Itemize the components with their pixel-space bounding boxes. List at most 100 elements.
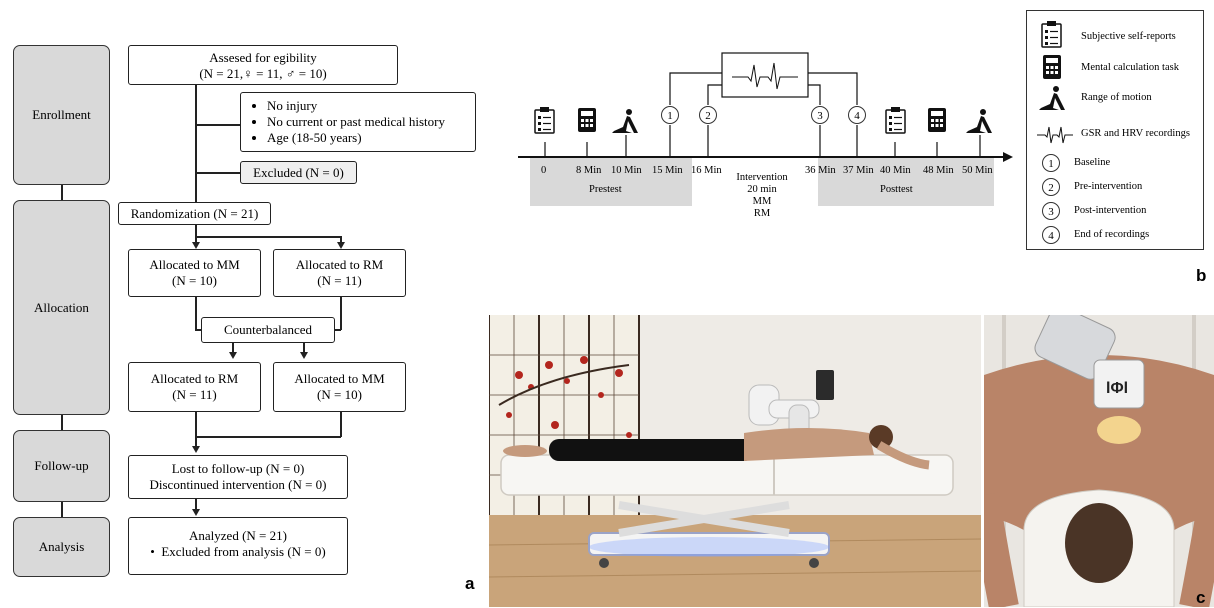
tick-label: 50 Min bbox=[962, 165, 993, 176]
criteria-box: No injury No current or past medical his… bbox=[240, 92, 476, 152]
recording-bracket bbox=[808, 84, 821, 105]
legend-label: Subjective self-reports bbox=[1081, 31, 1176, 42]
timeline-svg bbox=[518, 52, 1013, 162]
connector-line bbox=[195, 297, 197, 330]
connector-line bbox=[195, 236, 197, 243]
criteria-item: No injury bbox=[267, 98, 471, 114]
posttest-label: Posttest bbox=[880, 184, 913, 195]
connector-line bbox=[195, 172, 240, 174]
analyzed-box: Analyzed (N = 21) • Excluded from analys… bbox=[128, 517, 348, 575]
allocated-count: (N = 11) bbox=[172, 387, 217, 402]
allocated-mm-box-2: Allocated to MM (N = 10) bbox=[273, 362, 406, 412]
assessed-title: Assesed for egibility bbox=[209, 50, 317, 65]
person-back bbox=[984, 355, 1214, 545]
legend-label: End of recordings bbox=[1074, 229, 1150, 240]
legend-circle-1: 1 bbox=[1042, 154, 1060, 172]
excluded-label: Excluded (N = 0) bbox=[253, 165, 344, 180]
head bbox=[1065, 503, 1133, 583]
timeline-arrow bbox=[1003, 152, 1013, 162]
allocated-rm-box: Allocated to RM (N = 11) bbox=[273, 249, 406, 297]
connector-line bbox=[232, 343, 234, 353]
connector-line bbox=[195, 412, 197, 437]
connector-line bbox=[195, 85, 197, 212]
panel-letter-b: b bbox=[1196, 266, 1207, 285]
calculator-icon bbox=[578, 108, 596, 132]
stage-follow-up: Follow-up bbox=[13, 430, 110, 502]
legend-circle-3: 3 bbox=[1042, 202, 1060, 220]
arrow-head bbox=[192, 242, 200, 249]
ecg-wave-icon bbox=[1037, 126, 1073, 144]
photo-side-svg bbox=[489, 315, 981, 607]
cherry-blossom-branch bbox=[506, 356, 632, 438]
connector-line bbox=[340, 412, 342, 437]
legend-circle-2: 2 bbox=[1042, 178, 1060, 196]
allocated-count: (N = 10) bbox=[317, 387, 362, 402]
connector-line bbox=[340, 297, 342, 330]
tick-label: 8 Min bbox=[576, 165, 602, 176]
assessed-count: (N = 21,♀ = 11, ♂ = 10) bbox=[199, 66, 327, 81]
panel-letter-c: c bbox=[1196, 588, 1206, 607]
stage-connector bbox=[61, 185, 63, 200]
criteria-item: No current or past medical history bbox=[267, 114, 471, 130]
counterbalanced-box: Counterbalanced bbox=[201, 317, 335, 343]
robot-logo: lΦl bbox=[1106, 380, 1128, 397]
stage-analysis: Analysis bbox=[13, 517, 110, 577]
stage-label: Follow-up bbox=[34, 458, 89, 473]
connector-line bbox=[195, 436, 197, 447]
randomization-label: Randomization (N = 21) bbox=[130, 206, 259, 221]
legend-box: Subjective self-reports Mental calculati… bbox=[1026, 10, 1204, 250]
connector-line bbox=[335, 329, 341, 331]
clipboard-icon bbox=[1041, 21, 1062, 48]
tick-label: 15 Min bbox=[652, 165, 683, 176]
allocated-label: Allocated to MM bbox=[149, 257, 240, 272]
legend-label: Range of motion bbox=[1081, 92, 1152, 103]
allocated-count: (N = 11) bbox=[317, 273, 362, 288]
pretest-shade bbox=[530, 158, 692, 206]
tick-label: 36 Min bbox=[805, 165, 836, 176]
allocated-mm-box: Allocated to MM (N = 10) bbox=[128, 249, 261, 297]
photo-top-svg: lΦl bbox=[984, 315, 1214, 607]
legend-label: Baseline bbox=[1074, 157, 1111, 168]
arrow-head bbox=[300, 352, 308, 359]
connector-line bbox=[340, 236, 342, 243]
clipboard-icon bbox=[534, 107, 555, 134]
stage-label: Allocation bbox=[34, 299, 89, 315]
stage-label: Enrollment bbox=[32, 107, 91, 122]
allocated-label: Allocated to RM bbox=[295, 257, 384, 272]
calculator-icon bbox=[1043, 55, 1061, 79]
calculator-icon bbox=[928, 108, 946, 132]
legend-label: Mental calculation task bbox=[1081, 62, 1179, 73]
marker-circle-2: 2 bbox=[699, 106, 717, 124]
legend-label: Post-intervention bbox=[1074, 205, 1147, 216]
ecg-box bbox=[721, 52, 809, 98]
ecg-wave-icon bbox=[732, 62, 798, 90]
tick-label: 40 Min bbox=[880, 165, 911, 176]
arrow-head bbox=[192, 446, 200, 453]
wood-floor bbox=[489, 515, 981, 607]
recording-bracket bbox=[669, 72, 722, 105]
marker-circle-3: 3 bbox=[811, 106, 829, 124]
robot-tool: lΦl bbox=[1034, 315, 1145, 444]
allocated-label: Allocated to RM bbox=[150, 371, 239, 386]
stage-allocation: Allocation bbox=[13, 200, 110, 415]
marker-circle-4: 4 bbox=[848, 106, 866, 124]
intervention-label: Intervention 20 min MM RM bbox=[736, 172, 788, 219]
photo-top-view: lΦl bbox=[984, 315, 1214, 607]
connector-line bbox=[195, 329, 201, 331]
table-base bbox=[588, 532, 830, 556]
stage-label: Analysis bbox=[38, 539, 85, 554]
randomization-box: Randomization (N = 21) bbox=[118, 202, 271, 225]
discontinued-label: Discontinued intervention (N = 0) bbox=[149, 477, 327, 492]
panel-letter-a: a bbox=[465, 574, 475, 593]
criteria-item: Age (18-50 years) bbox=[267, 130, 471, 146]
excluded-box: Excluded (N = 0) bbox=[240, 161, 357, 184]
posttest-shade bbox=[818, 158, 994, 206]
allocated-label: Allocated to MM bbox=[294, 371, 385, 386]
tick-label: 0 bbox=[541, 165, 547, 176]
recording-bracket bbox=[808, 72, 858, 105]
connector-line bbox=[195, 124, 240, 126]
excluded-analysis-label: • Excluded from analysis (N = 0) bbox=[150, 544, 326, 559]
counterbalanced-label: Counterbalanced bbox=[223, 322, 313, 337]
stretch-pose-icon bbox=[966, 109, 992, 133]
connector-line bbox=[195, 436, 341, 438]
